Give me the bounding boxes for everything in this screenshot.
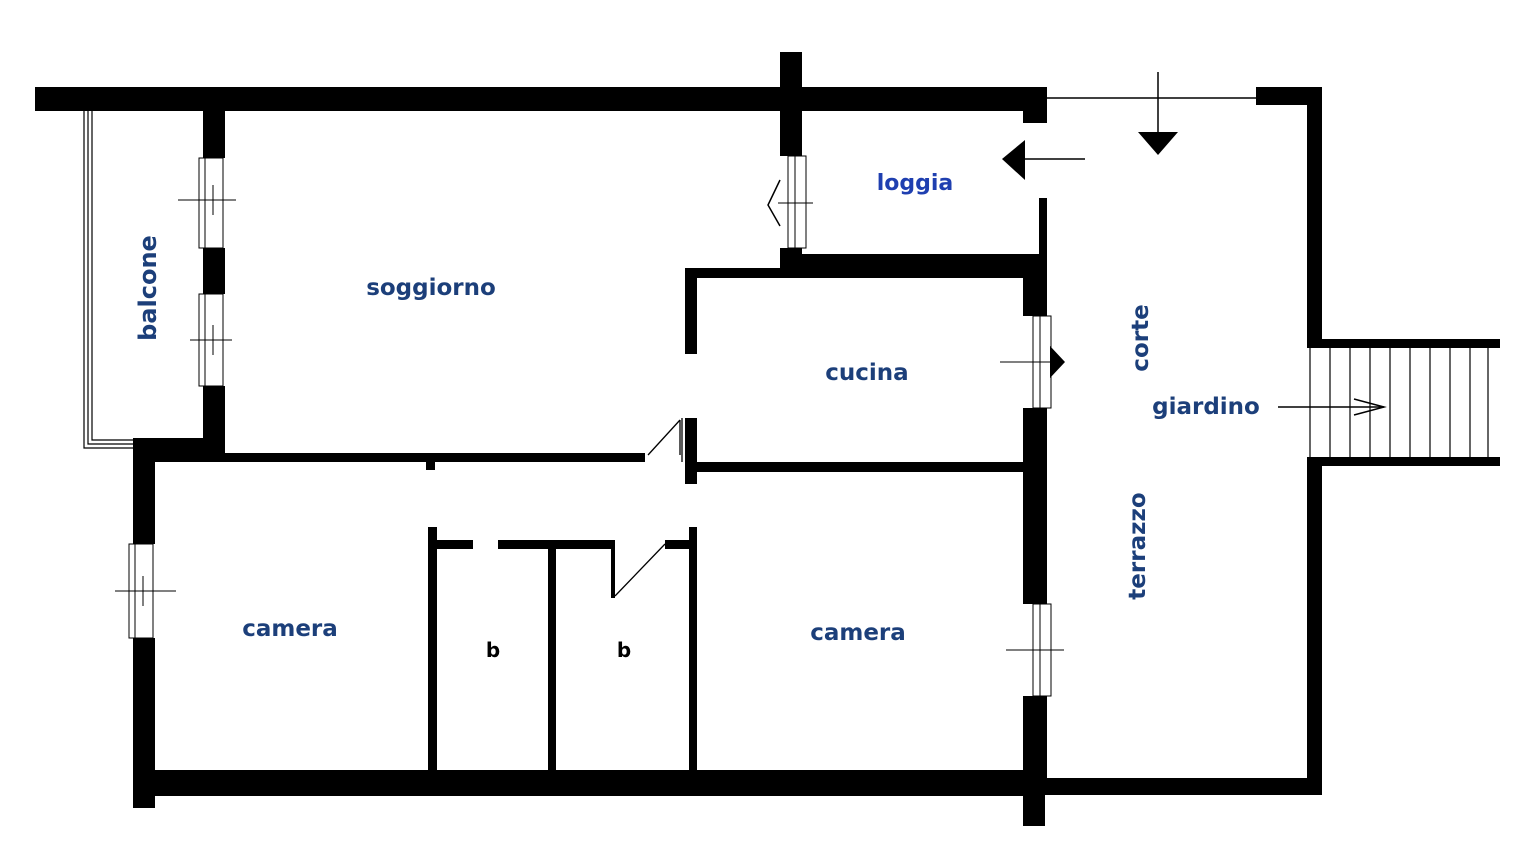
- balcony-railing: [83, 108, 135, 449]
- cucina-label: cucina: [825, 360, 908, 386]
- giardino-label: giardino: [1152, 394, 1260, 420]
- loggia-label: loggia: [877, 171, 954, 196]
- room-labels: balcone soggiorno loggia cucina corte gi…: [134, 171, 1260, 662]
- corte-label: corte: [1128, 304, 1154, 371]
- bath-2-label: b: [617, 638, 631, 662]
- soggiorno-label: soggiorno: [366, 275, 496, 301]
- balcone-label: balcone: [134, 235, 162, 341]
- arrow-heads: [1002, 132, 1178, 378]
- terrazzo-label: terrazzo: [1125, 492, 1151, 599]
- stairs: [1307, 339, 1500, 466]
- door-swings: [614, 418, 683, 597]
- walls: [35, 52, 1322, 826]
- bath-1-label: b: [486, 638, 500, 662]
- camera-right-label: camera: [810, 620, 906, 646]
- windows: [115, 155, 1064, 697]
- camera-left-label: camera: [242, 616, 338, 642]
